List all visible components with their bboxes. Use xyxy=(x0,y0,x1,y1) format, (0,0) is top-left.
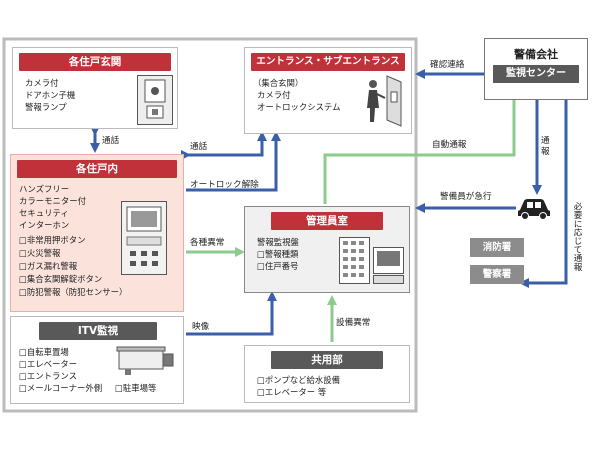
intercom-door-unit-icon xyxy=(137,75,173,125)
itv-box: ITV監視 □自転車置場 □エレベーター □エントランス □メールコーナー外側 … xyxy=(10,316,184,404)
security-company-title: 警備会社 xyxy=(514,48,558,61)
label-call-entrance: 通話 xyxy=(102,136,120,146)
fire-station-label: 消防署 xyxy=(470,238,524,257)
outer-frame xyxy=(2,37,418,413)
label-equipment: 設備異常 xyxy=(336,318,371,328)
entrance-hall-line-3: オートロックシステム xyxy=(257,102,341,112)
label-confirm: 確認連絡 xyxy=(430,60,465,70)
label-video: 映像 xyxy=(192,322,210,332)
guard-car-icon xyxy=(518,199,550,220)
unit-interior-line-2: カラーモニター付 xyxy=(19,196,86,206)
unit-interior-item-5: □防犯警報（防犯センサー） xyxy=(19,287,128,297)
itv-item-2: □エレベーター xyxy=(19,359,78,369)
manager-room-title: 管理員室 xyxy=(271,212,383,230)
unit-interior-item-2: □火災警報 xyxy=(19,248,61,258)
manager-room-line-2: □警報種類 xyxy=(257,249,299,259)
label-as-needed: 必要に応じて通報 xyxy=(572,202,582,271)
unit-entrance-line-3: 警報ランプ xyxy=(25,102,67,112)
security-company-box: 警備会社 監視センター xyxy=(484,38,588,100)
police-station-label: 警察署 xyxy=(470,265,524,284)
entrance-hall-line-1: （集合玄関） xyxy=(253,78,304,88)
security-intercom-icon xyxy=(121,201,167,275)
label-call-hall: 通話 xyxy=(190,142,208,152)
unit-interior-item-1: □非常用押ボタン xyxy=(19,235,86,245)
unit-entrance-line-1: カメラ付 xyxy=(25,78,59,88)
label-guard-rush: 警備員が急行 xyxy=(440,192,492,202)
unit-interior-item-3: □ガス漏れ警報 xyxy=(19,261,78,271)
unit-interior-box: 各住戸内 ハンズフリー カラーモニター付 セキュリティ インターホン □非常用押… xyxy=(10,154,184,312)
common-area-title: 共用部 xyxy=(271,351,383,369)
common-area-item-1: □ポンプなど給水設備 xyxy=(257,375,341,385)
arrow-auto-report xyxy=(323,85,519,204)
arrow-police xyxy=(519,100,568,288)
itv-item-4: □メールコーナー外側 xyxy=(19,383,103,393)
entrance-hall-title: エントランス・サブエントランス xyxy=(251,53,405,71)
label-report: 通 報 xyxy=(541,136,550,157)
label-auto-report: 自動通報 xyxy=(432,140,467,150)
label-various: 各種異常 xyxy=(190,238,225,248)
arrow-call-hall xyxy=(181,131,267,160)
manager-room-box: 管理員室 警報監視盤 □警報種類 □住戸番号 xyxy=(244,206,410,293)
monitoring-center-label: 監視センター xyxy=(493,65,579,83)
itv-title: ITV監視 xyxy=(39,322,157,340)
entrance-hall-line-2: カメラ付 xyxy=(257,90,291,100)
arrow-video xyxy=(186,291,277,336)
entrance-hall-box: エントランス・サブエントランス （集合玄関） カメラ付 オートロックシステム xyxy=(244,47,412,134)
unit-interior-title: 各住戸内 xyxy=(17,160,177,178)
unit-interior-line-4: インターホン xyxy=(19,220,70,230)
autolock-panel-icon xyxy=(367,75,402,127)
alarm-monitor-panel-icon xyxy=(339,237,404,284)
unit-entrance-line-2: ドアホン子機 xyxy=(25,90,76,100)
common-area-item-2: □エレベーター 等 xyxy=(257,387,327,397)
itv-item-3: □エントランス xyxy=(19,371,77,381)
itv-item-extra: □駐車場等 xyxy=(115,383,157,393)
security-camera-icon xyxy=(116,346,174,375)
itv-item-1: □自転車置場 xyxy=(19,347,69,357)
label-autolock: オートロック解除 xyxy=(190,180,259,190)
unit-interior-item-4: □集合玄関解錠ボタン xyxy=(19,274,103,284)
unit-entrance-title: 各住戸玄関 xyxy=(19,53,171,71)
arrow-autolock xyxy=(186,131,281,192)
unit-entrance-box: 各住戸玄関 カメラ付 ドアホン子機 警報ランプ xyxy=(12,47,178,129)
unit-interior-line-3: セキュリティ xyxy=(19,208,69,218)
common-area-box: 共用部 □ポンプなど給水設備 □エレベーター 等 xyxy=(244,345,410,403)
unit-interior-line-1: ハンズフリー xyxy=(19,184,70,194)
manager-room-line-1: 警報監視盤 xyxy=(257,237,299,247)
manager-room-line-3: □住戸番号 xyxy=(257,261,299,271)
